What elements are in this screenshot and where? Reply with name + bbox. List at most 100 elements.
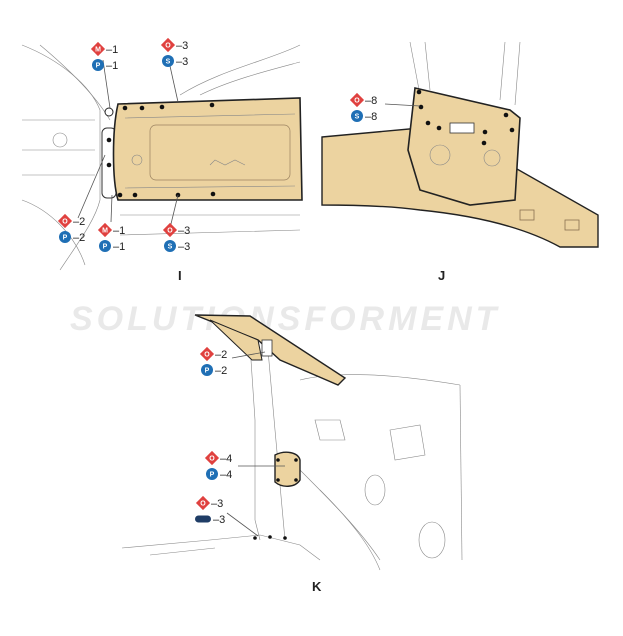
callout-o: O –3 [160, 37, 188, 53]
rail-slot [519, 209, 535, 221]
callout-value: –1 [113, 225, 125, 237]
inner-bracket [389, 424, 426, 461]
callout-value: –4 [220, 469, 232, 481]
callout-s: S–8 [351, 110, 377, 123]
leader-line [169, 194, 179, 229]
callout-p: P–4 [206, 468, 232, 481]
callout-symbol: S [355, 114, 360, 121]
weld-points [106, 102, 216, 198]
leader-line [110, 194, 113, 223]
callout-symbol: P [96, 63, 101, 70]
panel-emboss [209, 159, 246, 166]
gusset-hole [483, 149, 501, 167]
sealer-bar-icon [195, 515, 211, 523]
callout-symbol: O [165, 43, 171, 50]
gusset-hole [429, 144, 451, 166]
view-caption-i: I [178, 268, 182, 283]
callout-symbol: O [209, 456, 215, 463]
callout-symbol: S [168, 244, 173, 251]
pillar-edge [267, 349, 286, 541]
body-contour [179, 44, 301, 96]
body-contour [319, 489, 381, 571]
callout-value: –2 [73, 232, 85, 244]
weld-circle-icon [351, 110, 363, 122]
callout-s: S–3 [162, 55, 188, 68]
gusset-slot [449, 122, 475, 134]
patch-plate [274, 451, 301, 487]
body-contour [199, 61, 301, 96]
weld-points [253, 458, 298, 540]
callout-symbol: O [204, 352, 210, 359]
body-contour [119, 214, 301, 236]
callout-o: O–8 [349, 92, 377, 108]
pillar-slot [261, 339, 273, 357]
callout-value: –1 [106, 60, 118, 72]
weld-points [416, 89, 515, 146]
callout-symbol: P [103, 244, 108, 251]
leader-line [77, 154, 106, 219]
callout-o: O –4 [204, 450, 232, 466]
body-hole [52, 132, 68, 148]
callout-symbol: O [167, 228, 173, 235]
weld-circle-icon [201, 364, 213, 376]
callout-value: –2 [73, 216, 85, 228]
a-pillar-panel [209, 319, 263, 361]
callout-symbol: O [62, 219, 68, 226]
leader-line [226, 512, 259, 537]
callout-s: S –3 [164, 240, 190, 253]
inner-bracket [314, 419, 346, 441]
watermark: SOLUTIONSFORMENT [70, 300, 500, 338]
weld-circle-icon [59, 231, 71, 243]
view-j [321, 41, 599, 248]
callout-value: –3 [211, 498, 223, 510]
callout-value: –3 [176, 40, 188, 52]
panel-emboss [149, 124, 291, 181]
callout-p: P –1 [99, 240, 125, 253]
view-k [121, 314, 463, 571]
weld-diamond-icon [204, 450, 220, 466]
callout-value: –3 [178, 225, 190, 237]
body-contour [299, 469, 381, 561]
callout-value: –2 [215, 349, 227, 361]
callout-o: O –2 [57, 213, 85, 229]
pillar-gusset [407, 87, 521, 206]
body-contour [121, 534, 321, 561]
leader-line [231, 351, 266, 359]
callout-p: P–2 [201, 364, 227, 377]
callout-value: –3 [176, 56, 188, 68]
callout-value: –8 [365, 95, 377, 107]
callout-value: –1 [113, 241, 125, 253]
weld-circle-icon [92, 59, 104, 71]
callout-o: O –3 [162, 222, 190, 238]
weld-circle-icon [164, 240, 176, 252]
callout-symbol: M [95, 47, 101, 54]
weld-hole [104, 107, 114, 117]
callout-m: M –1 [90, 41, 118, 57]
weld-diamond-icon [349, 92, 365, 108]
callout-symbol: P [63, 235, 68, 242]
weld-diamond-icon [162, 222, 178, 238]
leader-line [102, 59, 111, 109]
callout-symbol: O [200, 501, 206, 508]
callout-value: –1 [106, 44, 118, 56]
callout-sealer: –3 [195, 514, 225, 526]
panel-hole [131, 154, 143, 166]
callout-value: –4 [220, 453, 232, 465]
rail-slot [564, 219, 580, 231]
callout-p: P –2 [59, 231, 85, 244]
callout-symbol: P [205, 368, 210, 375]
callout-p: P –1 [92, 59, 118, 72]
weld-diamond-icon [199, 346, 215, 362]
leader-line [384, 103, 421, 107]
leader-line [169, 65, 179, 103]
body-contour [22, 119, 95, 176]
speaker-hole [418, 521, 446, 559]
pillar-edge [249, 344, 261, 541]
view-i [21, 44, 303, 271]
body-contour [149, 547, 216, 556]
pillar-edge [409, 41, 521, 106]
callout-value: –3 [178, 241, 190, 253]
body-contour [21, 44, 101, 271]
callout-symbol: M [102, 228, 108, 235]
view-caption-j: J [438, 268, 445, 283]
